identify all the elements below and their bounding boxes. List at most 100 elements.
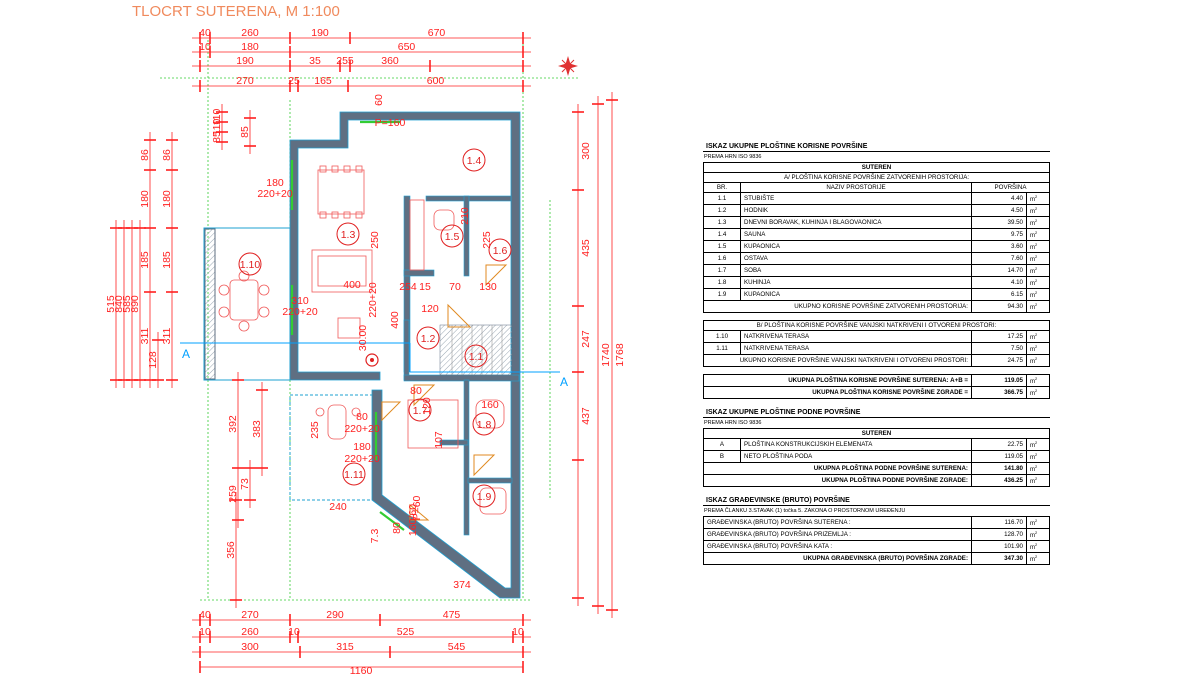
unit: m2 [1026, 438, 1050, 451]
dimension-label: 180 [353, 441, 371, 453]
dimension-label: 80 [356, 411, 368, 423]
row-name: HODNIK [740, 204, 972, 217]
dimension-label: P=160 [375, 117, 406, 129]
unit: m2 [1026, 516, 1050, 529]
row-no: 1.9 [703, 288, 741, 301]
unit: m2 [1026, 386, 1050, 399]
dimension-label: 10 [199, 626, 211, 638]
row-name: STUBIŠTE [740, 192, 972, 205]
dimension-label: 254 [399, 281, 417, 293]
room-marker [462, 148, 486, 172]
row-area: 17.25 [971, 330, 1027, 343]
room-number: 1.11 [344, 469, 364, 481]
unit: m2 [1026, 528, 1050, 541]
row-name: NETO PLOŠTINA PODA [740, 450, 972, 463]
room-labels: 1.11.21.31.41.51.61.71.81.91.101.11 [238, 148, 512, 508]
table-row: GRAĐEVINSKA (BRUTO) POVRŠINA PRIZEMLJA :… [703, 528, 1050, 541]
section-mark-right: A [560, 375, 568, 389]
usable-area-table: SUTEREN A/ PLOŠTINA KORISNE POVRŠINE ZAT… [703, 162, 1050, 313]
room-marker [440, 224, 464, 248]
dimension-label: 120 [421, 303, 439, 315]
dimension-total: 1160 [350, 665, 373, 675]
dimension-label: 840 [113, 295, 125, 313]
dimension-label: 85 [211, 131, 223, 143]
dimension-label: 110 [211, 108, 223, 125]
floor-total-building: 436.25 [971, 474, 1027, 487]
row-area: 4.10 [971, 276, 1027, 289]
row-area: 3.60 [971, 240, 1027, 253]
gross-area-table: GRAĐEVINSKA (BRUTO) POVRŠINA SUTERENA :1… [703, 516, 1050, 565]
dimension-label: 10 [512, 626, 524, 638]
dimension-label: 250 [369, 231, 381, 249]
terrace-1-10 [203, 227, 291, 381]
table-row: GRAĐEVINSKA (BRUTO) POVRŠINA SUTERENA :1… [703, 516, 1050, 529]
dimension-label: 185 [139, 251, 151, 269]
usable-area-standard: PREMA HRN ISO 9836 [704, 154, 762, 160]
unit: m2 [1026, 462, 1050, 475]
dimension-label: 15 [419, 281, 431, 293]
dimension-label: 255 [336, 55, 354, 67]
unit: m2 [1026, 276, 1050, 289]
dimension-label: 220+20 [257, 188, 292, 200]
dimension-label: 10 [288, 626, 300, 638]
grand-level: 119.05 [971, 374, 1027, 387]
room-marker [342, 462, 366, 486]
row-name: GRAĐEVINSKA (BRUTO) POVRŠINA PRIZEMLJA : [703, 528, 972, 541]
room-number: 1.8 [477, 419, 492, 431]
room-number: 1.9 [477, 491, 492, 503]
section-line: A A [180, 342, 568, 389]
row-area: 7.50 [971, 342, 1027, 355]
unit: m2 [1026, 330, 1050, 343]
usable-area-heading: ISKAZ UKUPNE PLOŠTINE KORISNE POVRŠINE [703, 140, 1050, 152]
dimension-label: 356 [225, 541, 237, 559]
row-no: 1.3 [703, 216, 741, 229]
dimension-label: 235 [309, 421, 321, 439]
dimension-label: 890 [129, 295, 141, 313]
floor-total-level: 141.80 [971, 462, 1027, 475]
row-no: 1.5 [703, 240, 741, 253]
gross-area-standard: PREMA ČLANKU 3.STAVAK (1) točka 5. ZAKON… [704, 508, 906, 514]
dimension-label: 392 [227, 415, 239, 433]
dimension-label: 73 [239, 478, 251, 490]
unit: m2 [1026, 216, 1050, 229]
dimension-label: 400 [343, 279, 361, 291]
gross-area-heading: ISKAZ GRAĐEVINSKE (BRUTO) POVRŠINE [703, 494, 1050, 506]
north-arrow-icon [558, 56, 578, 76]
section-mark-left: A [182, 347, 190, 361]
unit: m2 [1026, 228, 1050, 241]
dimension-label: 220+20 [344, 423, 379, 435]
dimension-label: 110 [211, 118, 223, 135]
room-marker [416, 326, 440, 350]
dimension-label: 190 [236, 55, 254, 67]
row-no: A [703, 438, 741, 451]
row-area: 101.90 [971, 540, 1027, 553]
row-no: 1.7 [703, 264, 741, 277]
dimension-label: 180 [139, 190, 151, 208]
row-name: GRAĐEVINSKA (BRUTO) POVRŠINA KATA : [703, 540, 972, 553]
dimension-label: 545 [448, 641, 466, 653]
unit: m2 [1026, 204, 1050, 217]
col-no: BR. [703, 182, 741, 193]
dimension-label: 1768 [614, 343, 626, 367]
dimension-label: 600 [427, 75, 445, 87]
room-number: 1.1 [469, 351, 484, 363]
dimension-label: 86 [139, 149, 151, 161]
table-row: GRAĐEVINSKA (BRUTO) POVRŠINA KATA :101.9… [703, 540, 1050, 553]
dimension-label: 35 [309, 55, 321, 67]
dimension-label: P=60 [411, 495, 423, 520]
level-heading: SUTEREN [703, 162, 1050, 173]
row-area: 116.70 [971, 516, 1027, 529]
usable-area-totals: UKUPNA PLOŠTINA KORISNE POVRŠINE SUTEREN… [703, 374, 1050, 399]
room-number: 1.10 [240, 259, 261, 271]
dimension-label: 128 [147, 351, 159, 369]
dimension-label: 300 [580, 142, 592, 160]
dimension-label: 311 [139, 327, 151, 344]
dimension-label: 290 [326, 609, 344, 621]
dimension-label: 10 [199, 41, 211, 53]
dimension-label: 383 [251, 420, 263, 438]
dimension-label: 60 [373, 94, 385, 106]
